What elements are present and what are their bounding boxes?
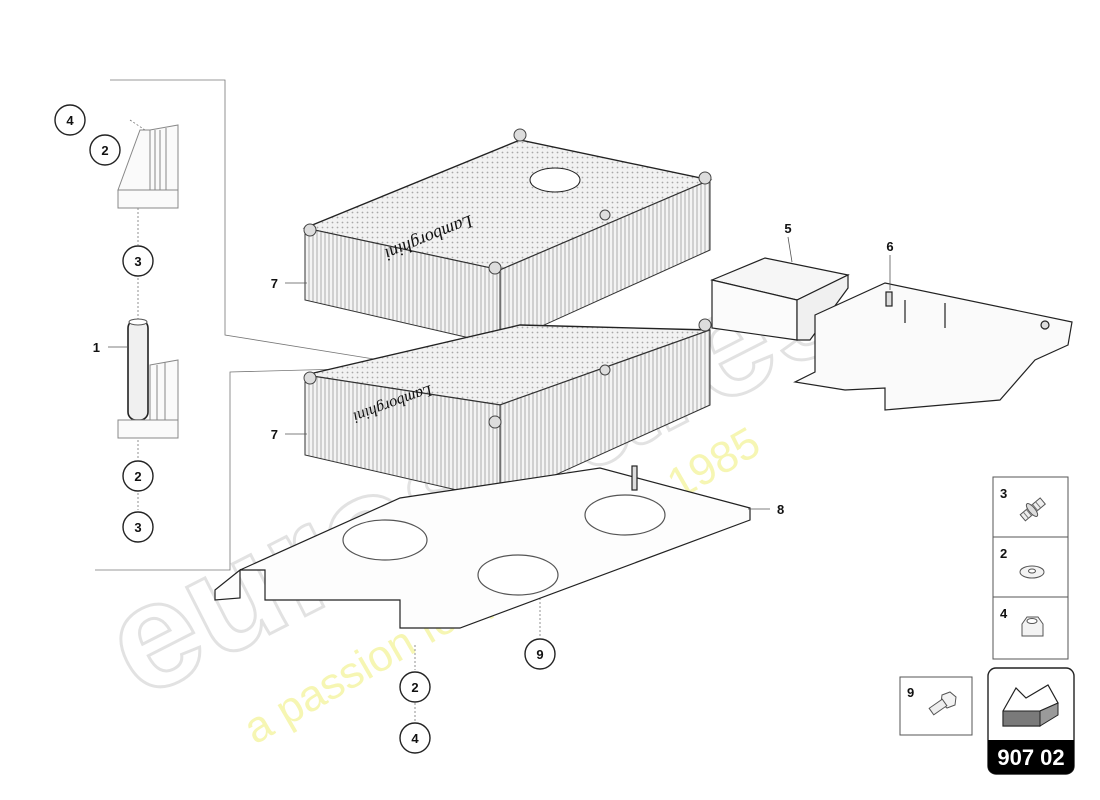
threaded-stud-icon (1019, 497, 1047, 522)
spacer-bracket-lower (117, 359, 179, 439)
callout-7-lower[interactable]: 7 (271, 427, 278, 442)
module-box (710, 257, 850, 341)
callout-8[interactable]: 8 (777, 502, 784, 517)
callout-7-upper[interactable]: 7 (271, 276, 278, 291)
arrow-icon (1002, 684, 1059, 727)
mounting-bracket-right (793, 282, 1073, 411)
svg-text:2: 2 (134, 469, 141, 484)
svg-text:2: 2 (1000, 546, 1007, 561)
svg-text:2: 2 (101, 143, 108, 158)
legend-item-9[interactable]: 9 (899, 676, 973, 736)
washer-icon (1019, 565, 1045, 579)
callout-2-left-bottom[interactable]: 2 (122, 460, 154, 492)
callout-6[interactable]: 6 (886, 239, 893, 254)
base-plate (214, 465, 751, 629)
svg-text:3: 3 (134, 254, 141, 269)
svg-text:9: 9 (907, 685, 914, 700)
page-code-badge: 907 02 (987, 667, 1075, 775)
svg-text:4: 4 (66, 113, 74, 128)
svg-text:4: 4 (411, 731, 419, 746)
callout-4-bottom[interactable]: 4 (399, 722, 431, 754)
svg-text:2: 2 (411, 680, 418, 695)
callout-3-left-bottom[interactable]: 3 (122, 511, 154, 543)
hex-nut-icon (1021, 616, 1044, 637)
callout-1[interactable]: 1 (93, 340, 100, 355)
callout-3-top[interactable]: 3 (122, 245, 154, 277)
callout-2-bottom[interactable]: 2 (399, 671, 431, 703)
hardware-legend: 3 2 4 (992, 476, 1069, 660)
callout-4-top[interactable]: 4 (54, 104, 86, 136)
svg-text:9: 9 (536, 647, 543, 662)
callout-9[interactable]: 9 (524, 638, 556, 670)
svg-text:3: 3 (134, 520, 141, 535)
spacer-bracket-upper (117, 124, 179, 209)
callout-leaders (108, 236, 891, 510)
svg-text:4: 4 (1000, 606, 1008, 621)
ecu-lower: Lamborghini (303, 318, 712, 501)
callout-5[interactable]: 5 (784, 221, 791, 236)
legend-item-4[interactable]: 4 (1000, 606, 1044, 637)
legend-item-2[interactable]: 2 (1000, 546, 1045, 579)
callout-2-top[interactable]: 2 (89, 134, 121, 166)
page-code: 907 02 (997, 745, 1064, 770)
legend-item-3[interactable]: 3 (1000, 486, 1048, 524)
flange-bolt-icon (928, 691, 957, 716)
spacer-sleeve (127, 318, 149, 421)
svg-text:3: 3 (1000, 486, 1007, 501)
ecu-upper: Lamborghini (302, 128, 713, 346)
